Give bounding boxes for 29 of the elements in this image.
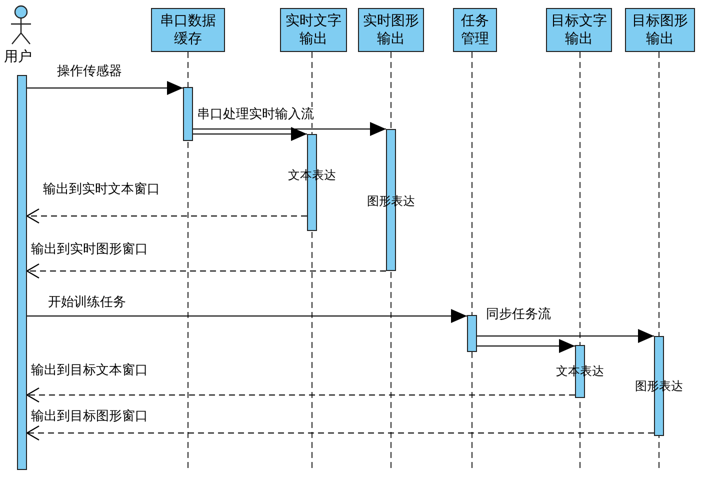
participant-box: 实时图形输出 [358, 8, 424, 52]
message-arrow [477, 339, 575, 353]
participant-box: 串口数据缓存 [151, 8, 225, 52]
message-label: 串口处理实时输入流 [197, 107, 314, 123]
message-label: 开始训练任务 [48, 295, 126, 311]
activation-bar [17, 75, 27, 470]
message-arrow [193, 127, 307, 141]
participant-box: 目标文字输出 [546, 8, 612, 52]
message-arrow [477, 329, 654, 343]
person-icon [9, 5, 33, 45]
return-arrow [26, 387, 575, 403]
message-arrow [27, 81, 183, 95]
return-arrow [26, 263, 386, 279]
message-label: 输出到目标图形窗口 [31, 409, 148, 425]
participant-box: 目标图形输出 [625, 8, 695, 52]
message-arrow [27, 309, 467, 323]
return-arrow [26, 208, 307, 224]
participant-box: 实时文字输出 [280, 8, 347, 52]
message-label: 输出到目标文本窗口 [31, 363, 148, 379]
activation-bar [183, 87, 193, 141]
activation-bar [467, 315, 477, 352]
message-label: 输出到实时图形窗口 [31, 242, 148, 258]
message-label: 输出到实时文本窗口 [43, 182, 160, 198]
message-label: 同步任务流 [486, 307, 551, 323]
return-arrow [26, 425, 654, 441]
actor-label: 用户 [4, 49, 32, 65]
message-label: 操作传感器 [57, 64, 122, 80]
message-arrow [193, 122, 386, 136]
participant-box: 任务管理 [453, 8, 497, 52]
